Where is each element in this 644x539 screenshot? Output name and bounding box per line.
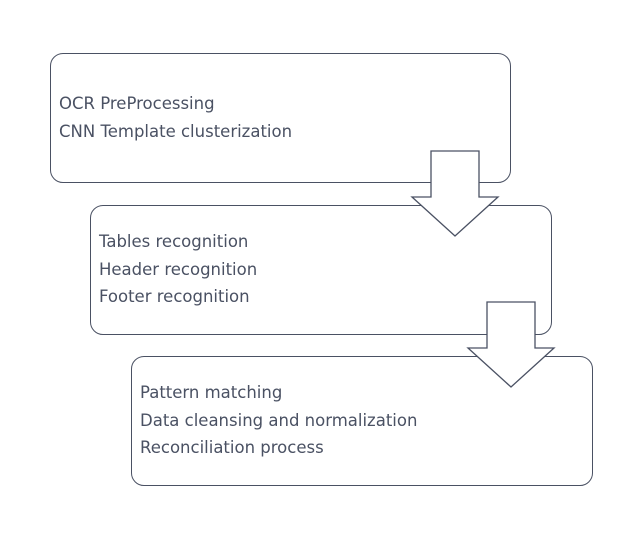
step-1-line-2: CNN Template clusterization (59, 121, 293, 141)
step-box-3: Pattern matching Data cleansing and norm… (131, 356, 593, 486)
step-2-line-1: Tables recognition (99, 232, 249, 251)
step-2-line-3: Footer recognition (99, 287, 250, 306)
step-3-line-1: Pattern matching (140, 383, 283, 402)
step-box-1: OCR PreProcessing CNN Template clusteriz… (50, 53, 511, 183)
step-2-text: Tables recognition Header recognition Fo… (99, 228, 257, 311)
step-3-line-2: Data cleansing and normalization (140, 410, 418, 430)
step-3-line-3: Reconciliation process (140, 438, 324, 457)
down-arrow-icon (410, 150, 500, 237)
step-1-text: OCR PreProcessing CNN Template clusteriz… (59, 90, 292, 145)
step-2-line-2: Header recognition (99, 259, 258, 279)
step-1-line-1: OCR PreProcessing (59, 94, 215, 113)
step-box-2: Tables recognition Header recognition Fo… (90, 205, 552, 335)
step-3-text: Pattern matching Data cleansing and norm… (140, 379, 417, 462)
down-arrow-icon (466, 301, 556, 388)
